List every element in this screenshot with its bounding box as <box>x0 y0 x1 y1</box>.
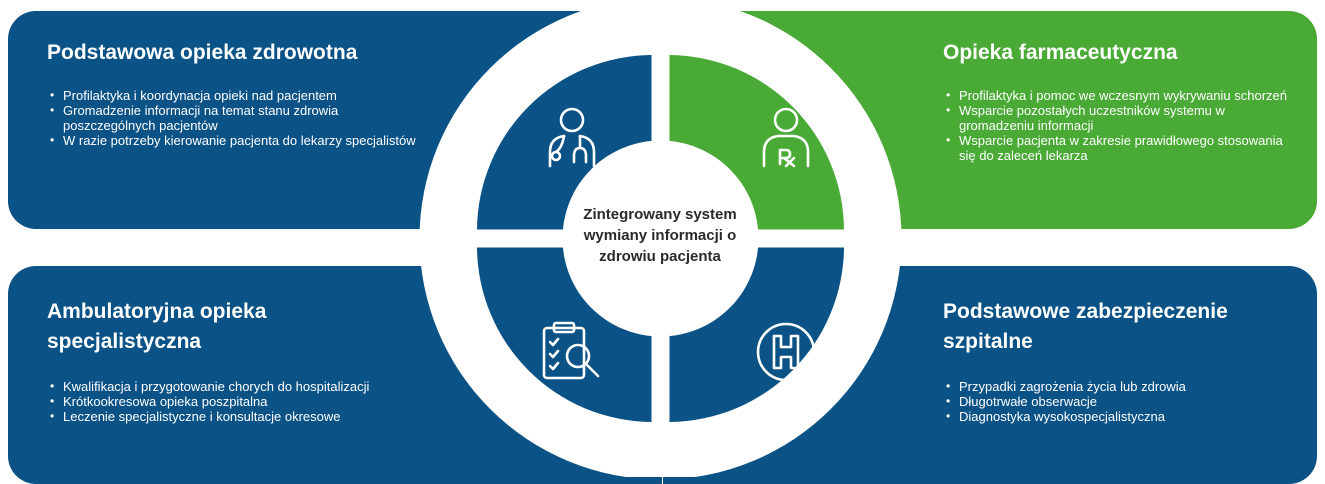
list-item: Wsparcie pozostałych uczestników systemu… <box>946 103 1299 133</box>
list-item: Diagnostyka wysokospecjalistyczna <box>946 409 1317 424</box>
panel-list-pharmaceutical-care: Profilaktyka i pomoc we wczesnym wykrywa… <box>943 88 1299 163</box>
center-disc <box>562 140 759 337</box>
list-item: Krótkookresowa opieka poszpitalna <box>50 394 662 409</box>
list-item: Leczenie specjalistyczne i konsultacje o… <box>50 409 662 424</box>
panel-title-primary-care: Podstawowa opieka zdrowotna <box>47 41 358 64</box>
list-item: Profilaktyka i koordynacja opieki nad pa… <box>50 88 423 103</box>
list-item: Przypadki zagrożenia życia lub zdrowia <box>946 379 1317 394</box>
list-item: Profilaktyka i pomoc we wczesnym wykrywa… <box>946 88 1299 103</box>
panel-list-hospital-care: Przypadki zagrożenia życia lub zdrowia D… <box>943 379 1317 424</box>
doctor-stethoscope-icon <box>538 104 606 172</box>
list-item: W razie potrzeby kierowanie pacjenta do … <box>50 133 423 148</box>
list-item: Gromadzenie informacji na temat stanu zd… <box>50 103 423 133</box>
center-title: Zintegrowany system wymiany informacji o… <box>583 206 737 265</box>
panel-title-hospital-care: Podstawowe zabezpieczenie szpitalne <box>943 300 1228 353</box>
clipboard-magnifier-icon <box>538 318 606 386</box>
panel-title-pharmaceutical-care: Opieka farmaceutyczna <box>943 41 1178 64</box>
list-item: Długotrwałe obserwacje <box>946 394 1317 409</box>
hospital-h-icon <box>752 318 820 386</box>
list-item: Wsparcie pacjenta w zakresie prawidłoweg… <box>946 133 1299 163</box>
list-item: Kwalifikacja i przygotowanie chorych do … <box>50 379 662 394</box>
pharmacist-rx-icon <box>752 104 820 172</box>
panel-list-primary-care: Profilaktyka i koordynacja opieki nad pa… <box>47 88 423 148</box>
panel-list-ambulatory-care: Kwalifikacja i przygotowanie chorych do … <box>47 379 662 424</box>
panel-title-ambulatory-care: Ambulatoryjna opieka specjalistyczna <box>47 300 267 353</box>
